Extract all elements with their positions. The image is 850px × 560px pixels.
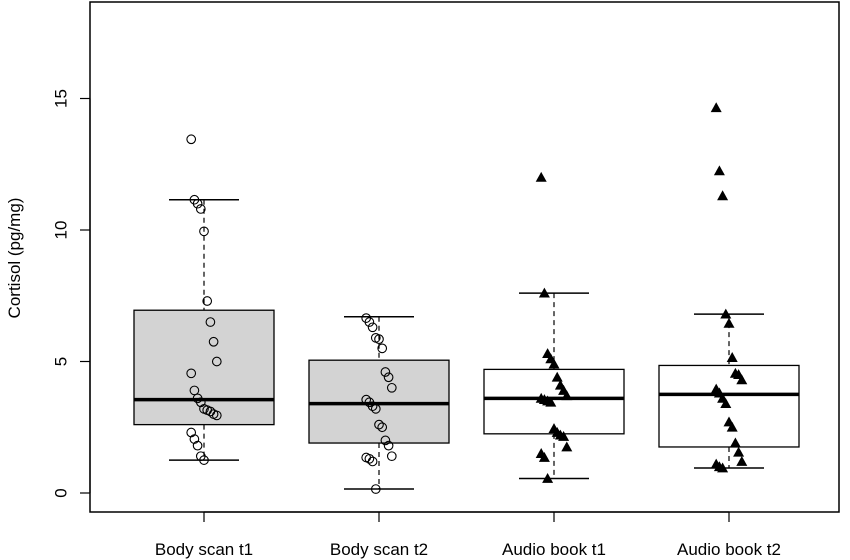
data-point (370, 484, 381, 494)
data-point (380, 367, 391, 377)
data-point (383, 440, 394, 451)
y-tick-label: 0 (51, 488, 70, 497)
data-point (202, 296, 213, 306)
data-point (548, 358, 560, 369)
data-point (729, 437, 741, 448)
data-point (736, 374, 748, 385)
box (658, 364, 800, 448)
data-point (377, 422, 388, 433)
data-point (535, 171, 547, 182)
x-tick-label: Body scan t2 (330, 540, 428, 559)
data-point (545, 396, 557, 407)
data-point (726, 421, 738, 432)
data-point (367, 401, 378, 412)
data-point (542, 473, 554, 483)
x-tick-label: Body scan t1 (155, 540, 253, 559)
boxes (133, 102, 800, 494)
data-point (720, 398, 732, 408)
data-point (189, 434, 200, 444)
data-point (195, 204, 206, 214)
y-tick-label: 15 (51, 89, 70, 108)
data-point (199, 226, 209, 237)
data-point (364, 317, 375, 327)
data-point (186, 427, 197, 438)
y-tick-label: 10 (51, 221, 70, 240)
data-point (561, 390, 573, 401)
data-point (211, 356, 222, 367)
data-point (364, 453, 375, 464)
data-point (374, 334, 384, 344)
data-point (551, 371, 563, 382)
data-point (374, 419, 384, 430)
data-point (710, 102, 722, 113)
data-point (380, 435, 391, 446)
data-point (726, 352, 738, 362)
y-axis: 0 5 10 15 (51, 89, 91, 498)
data-point (713, 165, 725, 176)
y-tick-label: 5 (51, 357, 70, 366)
data-point (367, 456, 378, 467)
box-group (133, 134, 275, 465)
data-point (208, 336, 219, 347)
data-point (717, 462, 729, 473)
data-point (192, 198, 203, 209)
data-point (561, 441, 573, 452)
y-axis-title: Cortisol (pg/mg) (5, 198, 24, 319)
data-point (723, 317, 735, 328)
data-point (367, 322, 378, 333)
data-point (211, 410, 222, 421)
box-group (308, 313, 450, 494)
data-point (205, 317, 216, 327)
x-tick-label: Audio book t2 (677, 540, 781, 559)
data-point (733, 446, 745, 457)
data-point (383, 372, 394, 383)
data-point (558, 430, 570, 441)
data-point (386, 451, 397, 462)
data-point (370, 403, 381, 414)
data-point (386, 382, 397, 393)
data-point (195, 397, 206, 408)
data-point (538, 287, 550, 298)
data-point (538, 451, 550, 462)
data-point (192, 440, 203, 451)
x-axis: Body scan t1 Body scan t2 Audio book t1 Aud… (155, 511, 781, 559)
box-group (483, 171, 625, 483)
data-point (186, 368, 197, 379)
data-point (720, 308, 732, 319)
data-point (361, 394, 372, 405)
data-point (377, 343, 388, 354)
box-group (658, 102, 800, 473)
data-point (186, 134, 197, 145)
data-point (736, 455, 748, 466)
data-point (717, 190, 729, 201)
x-tick-label: Audio book t1 (502, 540, 606, 559)
data-point (199, 455, 209, 465)
